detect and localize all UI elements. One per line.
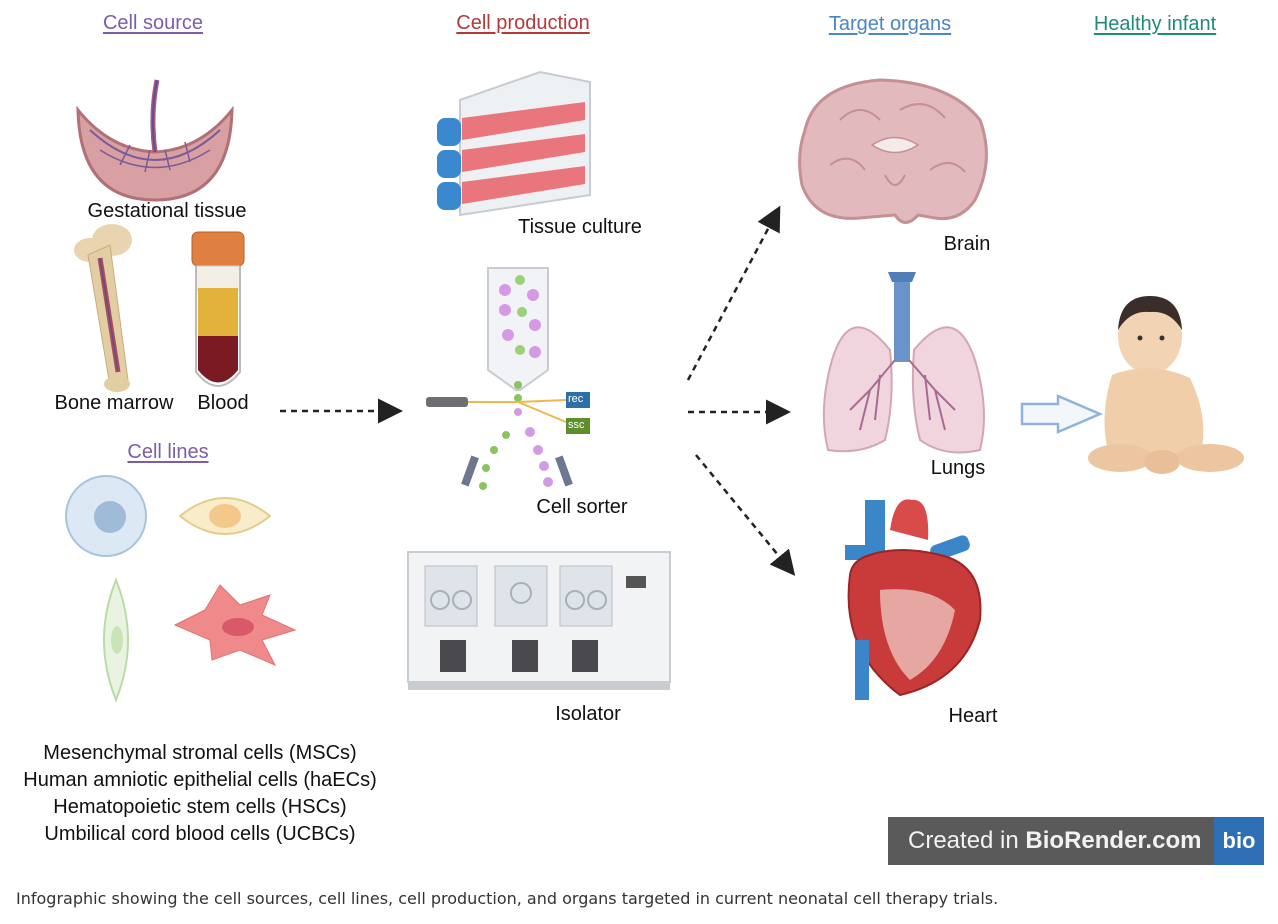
arrow-to-brain <box>686 205 781 381</box>
figure-caption: Infographic showing the cell sources, ce… <box>16 889 999 908</box>
cell-type-ucbc: Umbilical cord blood cells (UCBCs) <box>44 823 356 845</box>
heading-healthy-infant: Healthy infant <box>1093 13 1217 35</box>
label-cell-sorter: Cell sorter <box>536 496 628 518</box>
label-heart: Heart <box>948 705 998 727</box>
biorender-watermark: Created in BioRender.com bio <box>888 817 1264 865</box>
heading-cell-source: Cell source <box>102 12 204 34</box>
placenta-icon <box>76 79 234 202</box>
label-isolator: Isolator <box>555 703 621 725</box>
label-bone-marrow: Bone marrow <box>54 392 174 414</box>
label-gestational-tissue: Gestational tissue <box>87 200 247 222</box>
arrow-to-heart <box>695 454 796 576</box>
blood-tube-icon <box>191 231 245 387</box>
cell-type-haec: Human amniotic epithelial cells (haECs) <box>23 769 377 791</box>
bone-icon <box>74 224 132 392</box>
watermark-prefix: Created in <box>908 827 1026 854</box>
label-blood: Blood <box>197 392 249 414</box>
heart-icon <box>845 499 982 700</box>
cell-sorter-icon <box>426 267 590 490</box>
label-ssc: ssc <box>568 419 585 431</box>
cell-type-hsc: Hematopoietic stem cells (HSCs) <box>53 796 347 818</box>
lungs-icon <box>822 272 985 454</box>
heading-target-organs: Target organs <box>828 13 952 35</box>
arrow-to-infant <box>1020 394 1104 434</box>
heading-cell-production: Cell production <box>456 12 590 34</box>
brain-icon <box>798 78 988 224</box>
isolator-icon <box>407 551 671 690</box>
label-lungs: Lungs <box>930 457 986 479</box>
label-brain: Brain <box>943 233 991 255</box>
watermark-text: Created in BioRender.com <box>888 827 1201 855</box>
label-tissue-culture: Tissue culture <box>518 216 642 238</box>
infant-icon <box>1088 296 1244 474</box>
label-rec: rec <box>568 393 584 405</box>
cell-type-msc: Mesenchymal stromal cells (MSCs) <box>43 742 357 764</box>
tissue-culture-icon <box>437 70 591 217</box>
biorender-logo-icon: bio <box>1214 817 1264 865</box>
cell-lines-icons <box>65 475 297 703</box>
watermark-brand: BioRender.com <box>1025 827 1202 854</box>
heading-cell-lines: Cell lines <box>127 441 209 463</box>
